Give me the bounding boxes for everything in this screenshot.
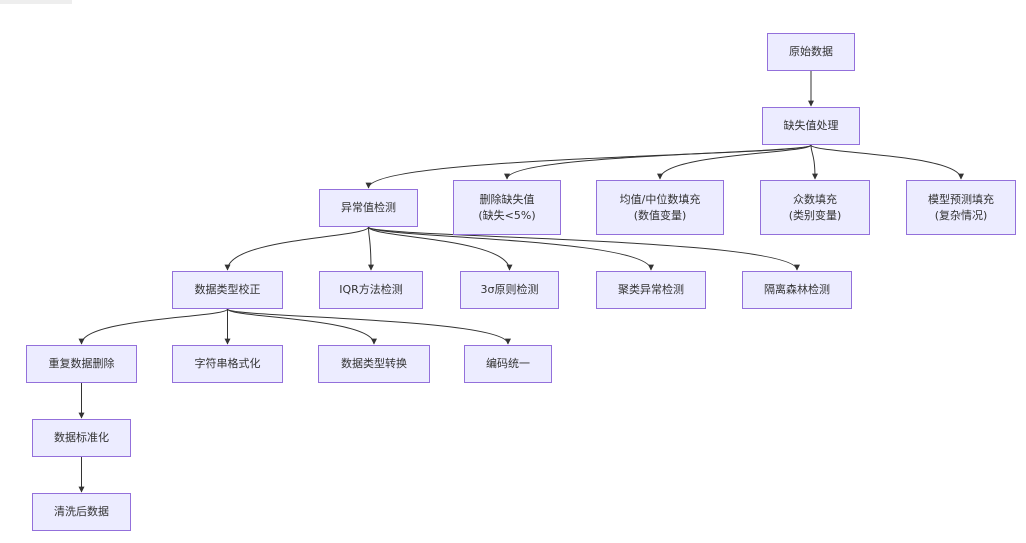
edge-outlier-to-cluster [368, 226, 654, 271]
node-encoding-unification-label: 编码统一 [486, 357, 530, 370]
node-model-prediction-fill-sublabel: (复杂情况) [934, 208, 988, 222]
edge-outlier-to-sigma [368, 226, 513, 271]
node-duplicate-removal-label: 重复数据删除 [48, 357, 115, 370]
edge-outlier-to-iforest [368, 226, 800, 271]
node-data-type-conversion[interactable]: 数据类型转换 [318, 345, 430, 383]
edge-missing-to-del_missing [504, 144, 812, 180]
node-raw-data[interactable]: 原始数据 [767, 33, 855, 71]
edge-outlier-to-type_fix [224, 226, 369, 271]
node-outlier-detection-label: 异常值检测 [341, 201, 396, 214]
node-missing-value-handling[interactable]: 缺失值处理 [762, 107, 860, 145]
node-isolation-forest-detection-label: 隔离森林检测 [764, 283, 830, 296]
node-encoding-unification[interactable]: 编码统一 [464, 345, 552, 383]
node-raw-data-label: 原始数据 [789, 45, 833, 58]
node-missing-value-handling-label: 缺失值处理 [783, 119, 839, 132]
node-string-formatting[interactable]: 字符串格式化 [172, 345, 283, 383]
node-delete-missing-label: 删除缺失值 [479, 192, 535, 206]
node-mode-fill-sublabel: (类别变量) [788, 208, 842, 222]
edge-outlier-to-iqr [367, 226, 374, 271]
node-mode-fill[interactable]: 众数填充 (类别变量) [760, 180, 870, 235]
node-iqr-detection[interactable]: IQR方法检测 [319, 271, 423, 309]
node-data-type-correction-label: 数据类型校正 [194, 283, 261, 296]
node-cluster-anomaly-detection[interactable]: 聚类异常检测 [596, 271, 706, 309]
node-model-prediction-fill[interactable]: 模型预测填充 (复杂情况) [906, 180, 1016, 235]
node-delete-missing[interactable]: 删除缺失值 (缺失<5%) [453, 180, 561, 235]
corner-mark [0, 0, 72, 4]
node-mean-median-fill-label: 均值/中位数填充 [619, 192, 701, 206]
node-outlier-detection[interactable]: 异常值检测 [319, 189, 418, 227]
node-cluster-anomaly-detection-label: 聚类异常检测 [618, 283, 684, 296]
node-isolation-forest-detection[interactable]: 隔离森林检测 [742, 271, 852, 309]
node-mean-median-fill-sublabel: (数值变量) [633, 208, 687, 222]
node-3-sigma-detection-label: 3σ原则检测 [480, 283, 539, 296]
node-iqr-detection-label: IQR方法检测 [339, 283, 403, 296]
node-data-standardization-label: 数据标准化 [54, 431, 109, 444]
node-cleaned-data[interactable]: 清洗后数据 [32, 493, 131, 531]
node-cleaned-data-label: 清洗后数据 [54, 505, 109, 518]
node-data-standardization[interactable]: 数据标准化 [32, 419, 131, 457]
node-model-prediction-fill-label: 模型预测填充 [928, 192, 994, 206]
node-string-formatting-label: 字符串格式化 [194, 357, 261, 370]
edge-type_fix-to-dedup [78, 308, 228, 345]
edge-type_fix-to-type_conv [227, 308, 377, 345]
edge-missing-to-mean_fill [657, 144, 812, 180]
node-data-type-conversion-label: 数据类型转换 [341, 357, 407, 370]
edge-missing-to-model_fill [810, 144, 964, 180]
node-data-type-correction[interactable]: 数据类型校正 [172, 271, 283, 309]
node-delete-missing-sublabel: (缺失<5%) [478, 208, 536, 222]
edge-missing-to-mode_fill [810, 144, 818, 180]
edge-type_fix-to-encoding [227, 308, 511, 345]
node-3-sigma-detection[interactable]: 3σ原则检测 [460, 271, 559, 309]
node-mode-fill-label: 众数填充 [793, 192, 837, 206]
node-duplicate-removal[interactable]: 重复数据删除 [26, 345, 137, 383]
node-mean-median-fill[interactable]: 均值/中位数填充 (数值变量) [596, 180, 724, 235]
